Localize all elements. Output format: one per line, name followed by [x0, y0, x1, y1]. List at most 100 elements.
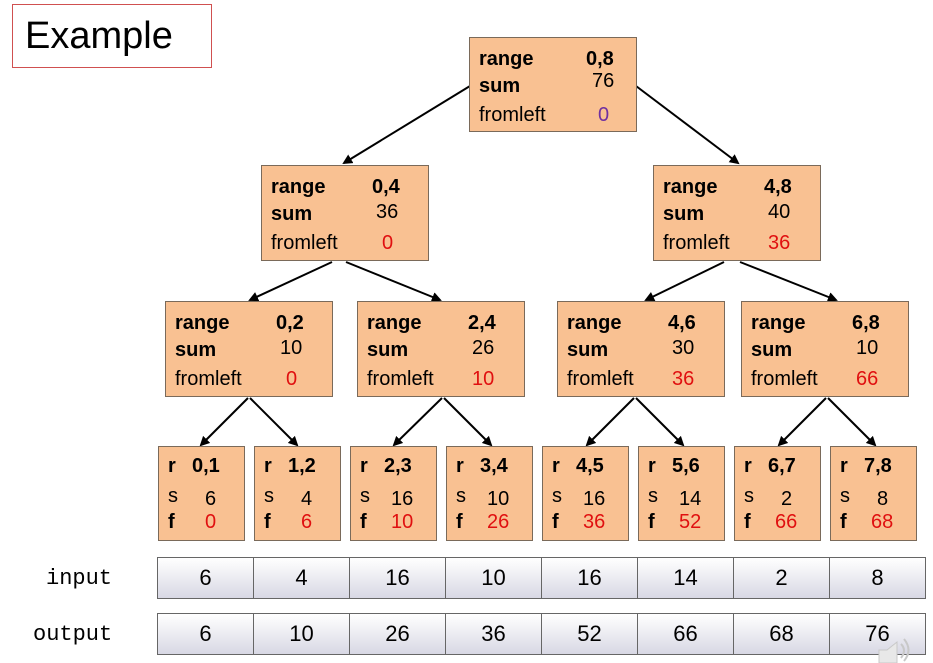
- fromleft-value: 66: [856, 368, 879, 390]
- f-label: f: [456, 511, 463, 533]
- output-cell: 36: [445, 613, 542, 655]
- f-value: 10: [391, 511, 414, 533]
- r-label: r: [648, 455, 656, 477]
- r-label: r: [552, 455, 560, 477]
- node-4-8: range 4,8 sum 40 fromleft 36: [653, 165, 821, 261]
- node-0-2: range 0,2 sum 10 fromleft 0: [165, 301, 333, 397]
- f-label: f: [168, 511, 175, 533]
- edge-48-46: [644, 261, 725, 301]
- r-label: r: [840, 455, 848, 477]
- r-label: r: [264, 455, 272, 477]
- s-label: s: [840, 485, 850, 507]
- s-value: 16: [391, 488, 414, 510]
- f-label: f: [840, 511, 847, 533]
- edge-04-02: [248, 261, 333, 302]
- range-label: range: [751, 312, 806, 334]
- range-label: range: [567, 312, 622, 334]
- r-label: r: [360, 455, 368, 477]
- s-label: s: [456, 485, 466, 507]
- edge-root-left: [342, 85, 471, 165]
- output-label: output: [33, 622, 113, 647]
- range-value: 4,6: [668, 312, 696, 334]
- range-value: 0,4: [372, 176, 400, 198]
- sum-value: 30: [672, 337, 695, 359]
- range-value: 0,2: [276, 312, 304, 334]
- leaf-0-1: r 0,1 s 6 f 0: [158, 446, 245, 541]
- fromleft-label: fromleft: [663, 232, 730, 254]
- sum-value: 10: [856, 337, 879, 359]
- f-value: 36: [583, 511, 606, 533]
- input-cell: 8: [829, 557, 926, 599]
- s-value: 10: [487, 488, 510, 510]
- s-label: s: [744, 485, 754, 507]
- edge-46-56: [635, 397, 685, 447]
- fromleft-label: fromleft: [567, 368, 634, 390]
- r-value: 0,1: [192, 455, 220, 477]
- input-cell: 2: [733, 557, 830, 599]
- r-value: 1,2: [288, 455, 316, 477]
- f-value: 68: [871, 511, 894, 533]
- input-row: 6 4 16 10 16 14 2 8: [157, 557, 926, 599]
- output-cell: 52: [541, 613, 638, 655]
- edge-48-68: [739, 261, 838, 302]
- fromleft-value: 0: [598, 104, 610, 126]
- f-value: 26: [487, 511, 510, 533]
- sum-label: sum: [479, 75, 521, 97]
- f-label: f: [552, 511, 559, 533]
- leaf-5-6: r 5,6 s 14 f 52: [638, 446, 725, 541]
- fromleft-label: fromleft: [271, 232, 338, 254]
- r-value: 2,3: [384, 455, 412, 477]
- output-cell: 68: [733, 613, 830, 655]
- range-label: range: [479, 48, 534, 70]
- sum-label: sum: [175, 339, 217, 361]
- range-label: range: [175, 312, 230, 334]
- range-value: 2,4: [468, 312, 496, 334]
- s-label: s: [360, 485, 370, 507]
- r-value: 3,4: [480, 455, 508, 477]
- s-value: 4: [301, 488, 313, 510]
- fromleft-label: fromleft: [751, 368, 818, 390]
- fromleft-label: fromleft: [175, 368, 242, 390]
- range-label: range: [663, 176, 718, 198]
- output-row: 6 10 26 36 52 66 68 76: [157, 613, 926, 655]
- fromleft-value: 36: [672, 368, 695, 390]
- f-label: f: [360, 511, 367, 533]
- sum-label: sum: [567, 339, 609, 361]
- range-value: 4,8: [764, 176, 792, 198]
- input-cell: 16: [541, 557, 638, 599]
- sum-value: 36: [376, 201, 399, 223]
- r-label: r: [456, 455, 464, 477]
- range-value: 6,8: [852, 312, 880, 334]
- node-root: range 0,8 sum 76 fromleft 0: [469, 37, 637, 132]
- speaker-icon[interactable]: [875, 630, 915, 663]
- fromleft-value: 0: [286, 368, 298, 390]
- input-cell: 10: [445, 557, 542, 599]
- input-cell: 6: [157, 557, 254, 599]
- range-label: range: [271, 176, 326, 198]
- edge-02-01: [199, 397, 249, 447]
- s-value: 2: [781, 488, 793, 510]
- sum-label: sum: [271, 203, 313, 225]
- s-value: 6: [205, 488, 217, 510]
- s-label: s: [168, 485, 178, 507]
- node-2-4: range 2,4 sum 26 fromleft 10: [357, 301, 525, 397]
- slide-title: Example: [25, 15, 173, 57]
- f-value: 66: [775, 511, 798, 533]
- node-0-4: range 0,4 sum 36 fromleft 0: [261, 165, 429, 261]
- fromleft-value: 0: [382, 232, 394, 254]
- leaf-3-4: r 3,4 s 10 f 26: [446, 446, 533, 541]
- fromleft-value: 36: [768, 232, 791, 254]
- s-value: 16: [583, 488, 606, 510]
- leaf-4-5: r 4,5 s 16 f 36: [542, 446, 629, 541]
- r-value: 7,8: [864, 455, 892, 477]
- leaf-6-7: r 6,7 s 2 f 66: [734, 446, 821, 541]
- f-label: f: [648, 511, 655, 533]
- r-value: 5,6: [672, 455, 700, 477]
- f-value: 6: [301, 511, 313, 533]
- r-label: r: [168, 455, 176, 477]
- input-label: input: [46, 566, 113, 591]
- input-cell: 14: [637, 557, 734, 599]
- sum-value: 76: [592, 70, 615, 92]
- leaf-7-8: r 7,8 s 8 f 68: [830, 446, 917, 541]
